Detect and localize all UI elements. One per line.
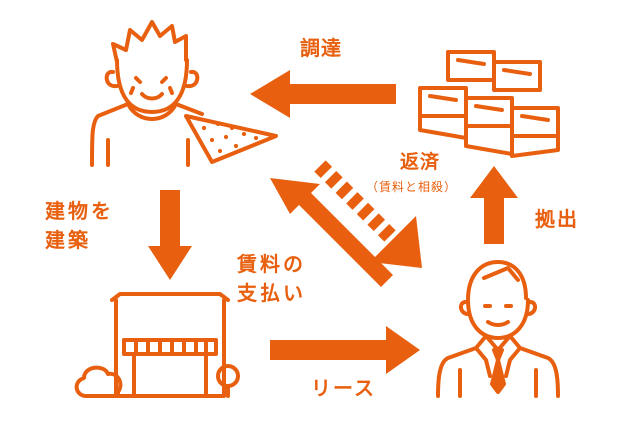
build-arrow [148, 190, 192, 280]
build-label-line2: 建築 [45, 228, 91, 252]
lease-arrow [270, 326, 420, 374]
procure-label: 調達 [300, 36, 342, 60]
rent-arrow [270, 178, 393, 287]
businessman-figure-icon [436, 260, 560, 398]
repay-label: 返済 [400, 151, 441, 173]
store-building-icon [74, 292, 240, 398]
rent-payment-label-line2: 支払い [237, 281, 306, 305]
invest-arrow [470, 166, 518, 244]
build-label: 建物を 建築 [45, 197, 114, 255]
invest-label: 拠出 [535, 207, 579, 231]
build-label-line1: 建物を [45, 199, 114, 223]
rent-payment-label-line1: 賃料の [237, 252, 306, 276]
procure-arrow [250, 70, 396, 118]
rent-payment-label: 賃料の 支払い [237, 250, 306, 308]
lease-label: リース [311, 376, 376, 400]
landowner-figure-icon [90, 20, 204, 167]
repay-note-label: （賃料と相殺） [366, 180, 458, 194]
money-stack-icon [418, 50, 560, 158]
repay-arrow [314, 160, 400, 246]
repay-arrow-head [370, 216, 422, 268]
land-plot-icon [184, 114, 278, 164]
